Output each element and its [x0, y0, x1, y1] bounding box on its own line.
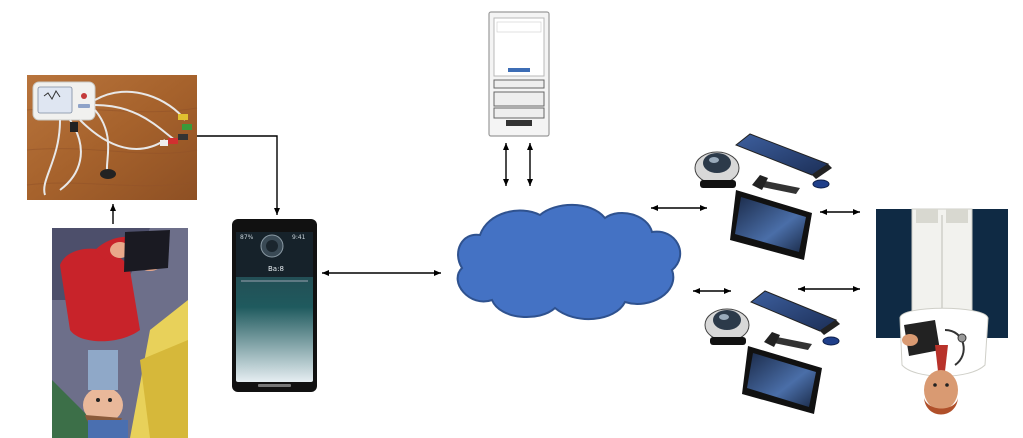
ecg-monitor-with-leads-photo: [26, 75, 198, 200]
patient-illustration: [52, 228, 188, 438]
arrow-ecg-to-smartphone: [197, 135, 280, 215]
phone-status-right: 9:41: [292, 234, 306, 241]
cloud-icon: [456, 203, 682, 320]
workstation-icon: [694, 133, 832, 260]
doctor-illustration: [876, 208, 1008, 415]
workstation-icon: [704, 290, 840, 414]
smartphone-icon: 87% 9:41 Ba:8: [232, 219, 317, 392]
server-tower-icon: [488, 11, 550, 137]
phone-status-left: 87%: [240, 234, 254, 241]
phone-screen-label: Ba:8: [268, 265, 284, 273]
connection-arrows: [110, 135, 860, 294]
